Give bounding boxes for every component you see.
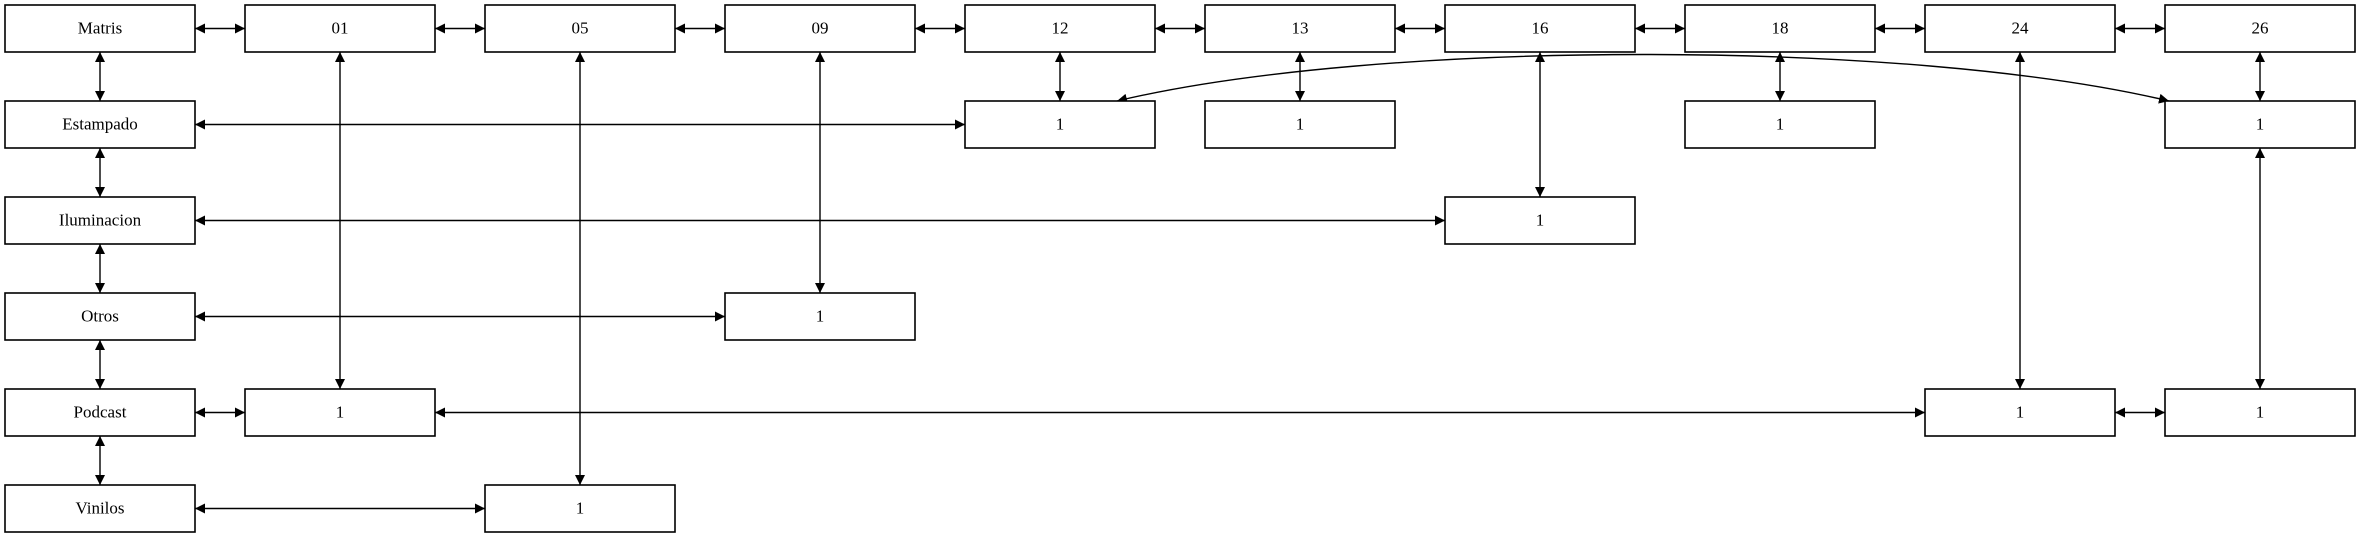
node-otr09: 1 [724,292,916,341]
node-box [4,4,196,53]
edges-layer [95,23,2265,514]
node-pod24: 1 [1924,388,2116,437]
node-est26: 1 [2164,100,2356,149]
node-vin05: 1 [484,484,676,533]
node-c09: 09 [724,4,916,53]
node-label: 05 [572,18,589,37]
node-c24: 24 [1924,4,2116,53]
node-label: 1 [2016,402,2025,421]
node-c18: 18 [1684,4,1876,53]
node-label: Vinilos [75,498,124,517]
node-c12: 12 [964,4,1156,53]
node-box [2164,100,2356,149]
node-ilu16: 1 [1444,196,1636,245]
node-box [724,292,916,341]
node-label: 1 [1536,210,1545,229]
node-est18: 1 [1684,100,1876,149]
node-est12: 1 [964,100,1156,149]
node-pod26: 1 [2164,388,2356,437]
node-label: 1 [1056,114,1065,133]
node-box [1204,4,1396,53]
node-otros: Otros [4,292,196,341]
node-box [1204,100,1396,149]
node-box [4,388,196,437]
node-box [484,4,676,53]
node-box [2164,388,2356,437]
node-label: Otros [81,306,119,325]
node-box [724,4,916,53]
node-box [4,292,196,341]
node-box [2164,4,2356,53]
edge-est12-est26 [1116,53,2170,104]
node-box [964,100,1156,149]
node-label: 18 [1772,18,1789,37]
node-box [1444,4,1636,53]
node-matris: Matris [4,4,196,53]
node-label: 09 [812,18,829,37]
node-label: Matris [78,18,122,37]
node-label: Podcast [74,402,127,421]
node-box [1444,196,1636,245]
node-vinilos: Vinilos [4,484,196,533]
node-box [244,4,436,53]
nodes-layer: Matris 01 05 09 12 13 16 18 24 26EstampadoIlumina… [4,4,2356,533]
node-estampado: Estampado [4,100,196,149]
node-podcast: Podcast [4,388,196,437]
node-c05: 05 [484,4,676,53]
node-c26: 26 [2164,4,2356,53]
node-pod01: 1 [244,388,436,437]
node-label: 13 [1292,18,1309,37]
node-box [4,196,196,245]
node-label: 12 [1052,18,1069,37]
node-label: 24 [2012,18,2030,37]
node-box [1684,4,1876,53]
node-box [1924,4,2116,53]
node-label: Iluminacion [59,210,142,229]
node-label: Estampado [62,114,138,133]
node-c13: 13 [1204,4,1396,53]
node-box [244,388,436,437]
node-box [484,484,676,533]
node-c01: 01 [244,4,436,53]
node-est13: 1 [1204,100,1396,149]
node-label: 1 [1296,114,1305,133]
node-label: 1 [2256,402,2265,421]
node-box [4,100,196,149]
node-label: 1 [2256,114,2265,133]
node-label: 16 [1532,18,1549,37]
node-label: 1 [336,402,345,421]
node-label: 01 [332,18,349,37]
node-label: 1 [816,306,825,325]
node-box [1684,100,1876,149]
node-iluminacion: Iluminacion [4,196,196,245]
node-label: 26 [2252,18,2269,37]
node-box [964,4,1156,53]
node-label: 1 [576,498,585,517]
node-c16: 16 [1444,4,1636,53]
node-box [4,484,196,533]
node-label: 1 [1776,114,1785,133]
node-box [1924,388,2116,437]
